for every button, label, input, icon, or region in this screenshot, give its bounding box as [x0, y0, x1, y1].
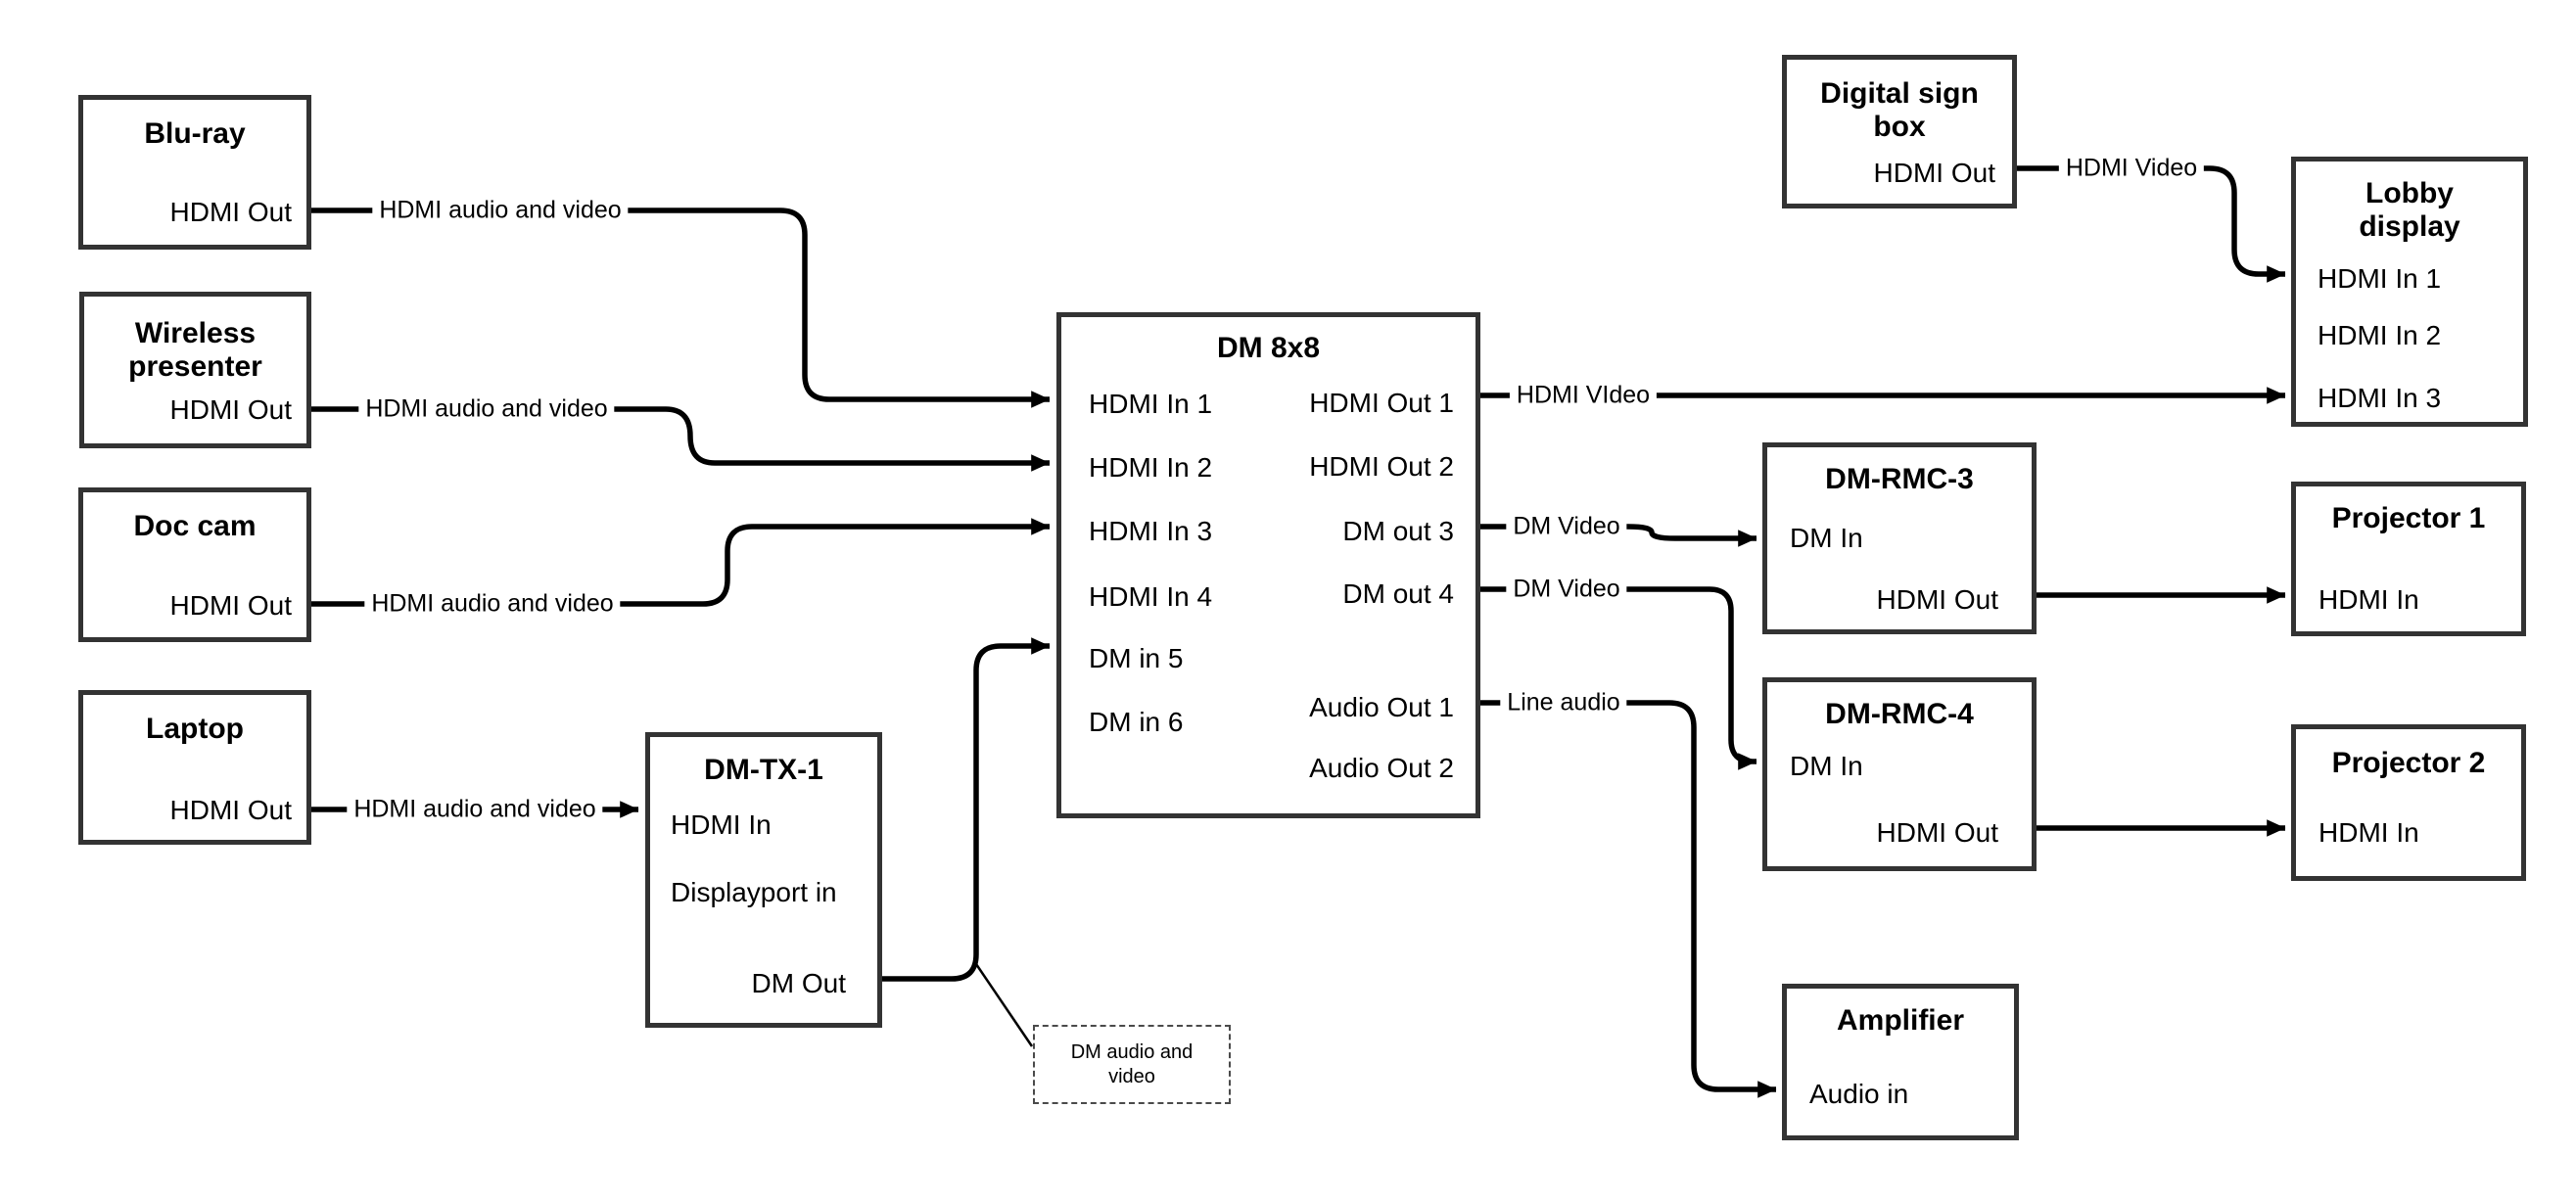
port-displayport-in: Displayport in [671, 877, 837, 907]
port-hdmi-out: HDMI Out [1873, 158, 1995, 188]
port-hdmi-out: HDMI Out [169, 590, 292, 621]
device-box-dm-8x8: DM 8x8 HDMI In 1 HDMI In 2 HDMI In 3 HDM… [1056, 312, 1480, 818]
port-dm-out-3: DM out 3 [1342, 516, 1454, 546]
device-title: Lobby display [2359, 177, 2460, 243]
device-box-doc-cam: Doc cam HDMI Out [78, 487, 311, 642]
device-box-digital-sign-box: Digital sign box HDMI Out [1782, 55, 2017, 208]
device-box-dm-rmc-3: DM-RMC-3 DM In HDMI Out [1762, 442, 2037, 634]
port-dm-out: DM Out [751, 968, 846, 998]
wire-label-hdmi-video-out1: HDMI VIdeo [1509, 380, 1658, 411]
wire-label-line-audio: Line audio [1500, 687, 1627, 718]
device-box-lobby-display: Lobby display HDMI In 1 HDMI In 2 HDMI I… [2291, 157, 2528, 427]
wire-label-dm-video-out3: DM Video [1506, 511, 1627, 542]
wire-label-hdmi-audio-video-laptop: HDMI audio and video [347, 794, 603, 825]
device-box-projector-2: Projector 2 HDMI In [2291, 724, 2526, 881]
device-box-laptop: Laptop HDMI Out [78, 690, 311, 845]
device-title: DM-RMC-4 [1825, 698, 1974, 730]
port-hdmi-in: HDMI In [671, 809, 772, 840]
device-box-projector-1: Projector 1 HDMI In [2291, 482, 2526, 636]
port-hdmi-in-1: HDMI In 1 [2318, 263, 2442, 294]
port-hdmi-in: HDMI In [2318, 584, 2419, 615]
port-hdmi-in-4: HDMI In 4 [1089, 581, 1213, 612]
port-audio-out-2: Audio Out 2 [1309, 753, 1454, 783]
device-box-dm-rmc-4: DM-RMC-4 DM In HDMI Out [1762, 677, 2037, 871]
wire-label-hdmi-audio-video-bluray: HDMI audio and video [372, 195, 629, 226]
device-title: DM-RMC-3 [1825, 463, 1974, 495]
device-title: Wireless presenter [128, 317, 262, 383]
port-hdmi-out: HDMI Out [169, 394, 292, 425]
port-hdmi-out: HDMI Out [169, 197, 292, 227]
wire-label-hdmi-audio-video-doccam: HDMI audio and video [364, 588, 621, 620]
port-hdmi-in-3: HDMI In 3 [2318, 383, 2442, 413]
device-box-wireless-presenter: Wireless presenter HDMI Out [79, 292, 311, 448]
wire-label-hdmi-audio-video-wireless: HDMI audio and video [358, 393, 615, 425]
port-hdmi-out-1: HDMI Out 1 [1309, 388, 1454, 418]
port-dm-in-6: DM in 6 [1089, 707, 1184, 737]
device-box-blu-ray: Blu-ray HDMI Out [78, 95, 311, 250]
port-hdmi-out: HDMI Out [1876, 584, 1998, 615]
port-hdmi-in-2: HDMI In 2 [1089, 452, 1213, 483]
device-title: DM 8x8 [1216, 332, 1321, 364]
device-title: Projector 1 [2331, 502, 2486, 534]
port-hdmi-in-2: HDMI In 2 [2318, 320, 2442, 350]
port-hdmi-in-3: HDMI In 3 [1089, 516, 1213, 546]
annotation-dm-audio-and-video: DM audio and video [1033, 1025, 1231, 1104]
port-dm-in: DM In [1790, 523, 1863, 553]
device-title: Blu-ray [144, 117, 246, 150]
port-audio-in: Audio in [1809, 1079, 1909, 1109]
port-hdmi-in-1: HDMI In 1 [1089, 389, 1213, 419]
port-hdmi-out-2: HDMI Out 2 [1309, 451, 1454, 482]
device-title: Laptop [146, 713, 244, 745]
device-title: Amplifier [1836, 1004, 1965, 1037]
port-audio-out-1: Audio Out 1 [1309, 692, 1454, 722]
device-title: Projector 2 [2331, 747, 2486, 779]
port-hdmi-out: HDMI Out [1876, 817, 1998, 848]
device-box-dm-tx-1: DM-TX-1 HDMI In Displayport in DM Out [645, 732, 882, 1028]
wire-label-hdmi-video-digitalsign: HDMI Video [2058, 153, 2205, 184]
wire-label-dm-video-out4: DM Video [1506, 574, 1627, 605]
device-title: Digital sign box [1820, 77, 1979, 143]
port-hdmi-in: HDMI In [2318, 817, 2419, 848]
device-box-amplifier: Amplifier Audio in [1782, 984, 2019, 1140]
port-hdmi-out: HDMI Out [169, 795, 292, 825]
port-dm-in-5: DM in 5 [1089, 643, 1184, 673]
port-dm-in: DM In [1790, 751, 1863, 781]
device-title: Doc cam [133, 510, 257, 542]
port-dm-out-4: DM out 4 [1342, 578, 1454, 609]
device-title: DM-TX-1 [704, 754, 823, 786]
